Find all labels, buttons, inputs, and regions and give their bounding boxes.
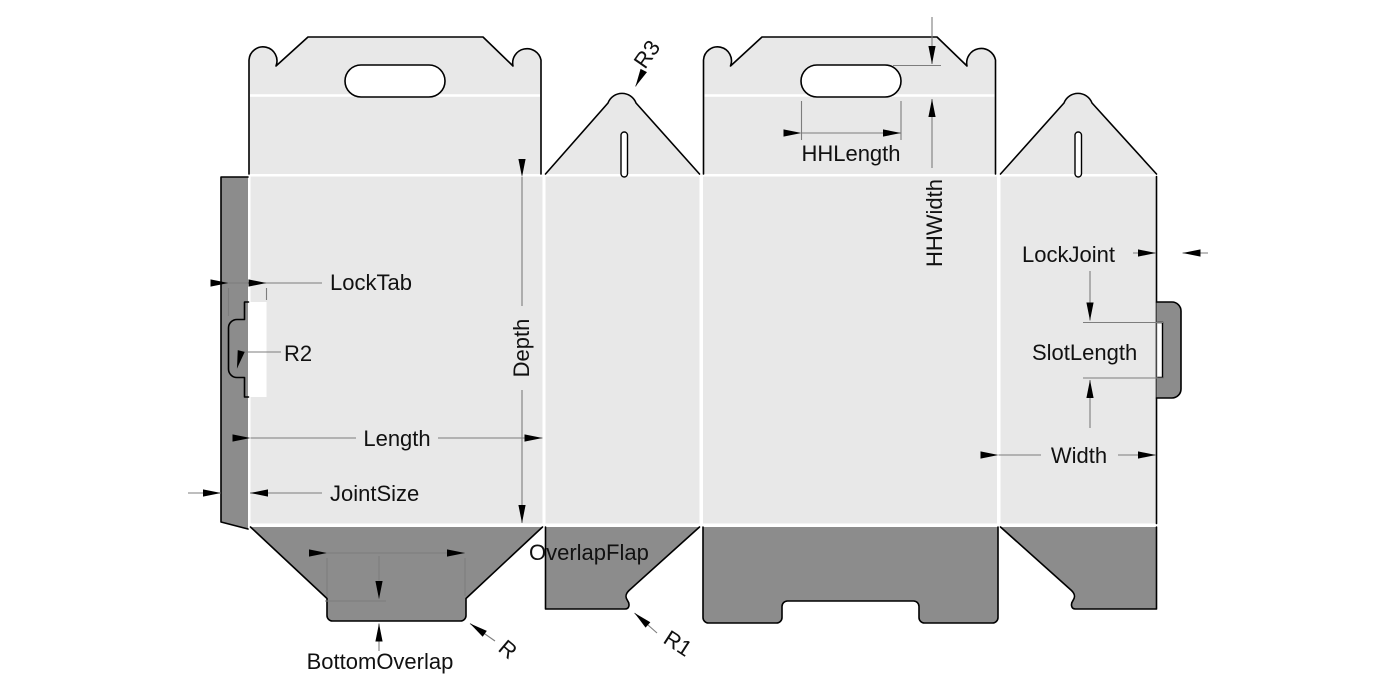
label-lock-tab: LockTab — [330, 270, 412, 295]
gusset-slot-right — [1074, 131, 1083, 178]
dim-r3: R3 — [629, 35, 666, 87]
handle-flap-left — [248, 36, 542, 175]
label-hh-width: HHWidth — [922, 179, 947, 267]
lock-tab-window — [248, 302, 267, 397]
label-r3: R3 — [629, 35, 666, 72]
dim-lock-joint: LockJoint — [1022, 242, 1208, 321]
label-hh-length: HHLength — [801, 141, 900, 166]
label-depth: Depth — [509, 319, 534, 378]
handle-flap-right — [702, 36, 997, 175]
handle-hole-left — [344, 64, 446, 98]
label-width: Width — [1051, 443, 1107, 468]
dimensions: LockTab R2 Length JointSize Depth — [188, 17, 1208, 674]
bottom-overlap-flap-left — [544, 526, 701, 610]
label-bottom-overlap: BottomOverlap — [307, 649, 454, 674]
label-lock-joint: LockJoint — [1022, 242, 1115, 267]
panel-side-width-right — [1000, 176, 1157, 524]
bottom-flap-back — [702, 526, 999, 624]
handle-hole-right — [800, 64, 902, 98]
body-panels — [250, 176, 1157, 524]
dim-r2: R2 — [236, 341, 312, 369]
bottom-overlap-flap-right — [999, 526, 1158, 610]
dim-lock-tab: LockTab — [210, 270, 412, 316]
dim-length: Length — [232, 426, 543, 451]
label-r2: R2 — [284, 341, 312, 366]
label-length: Length — [363, 426, 430, 451]
panel-side-width-left — [545, 176, 700, 524]
dim-r1: R1 — [634, 612, 696, 662]
lock-tab-outline — [227, 301, 250, 398]
dim-hh-width: HHWidth — [893, 17, 947, 267]
gusset-slot-left — [620, 131, 629, 178]
panel-back-length — [703, 176, 997, 524]
dim-depth: Depth — [509, 159, 534, 523]
dim-r: R — [469, 623, 522, 664]
dim-hh-length: HHLength — [783, 101, 902, 166]
dim-slot-length: SlotLength — [1032, 321, 1163, 428]
label-r: R — [494, 635, 522, 664]
lock-slot-cut — [1157, 321, 1164, 379]
panel-front-length — [250, 176, 543, 524]
label-overlap-flap: OverlapFlap — [529, 540, 649, 565]
label-slot-length: SlotLength — [1032, 340, 1137, 365]
dim-bottom-overlap: BottomOverlap — [307, 549, 466, 674]
bottom-flap-front — [249, 526, 544, 622]
dim-width: Width — [980, 443, 1156, 468]
glue-joint-strip — [220, 176, 249, 530]
label-joint-size: JointSize — [330, 481, 419, 506]
label-r1: R1 — [659, 625, 696, 661]
dim-joint-size: JointSize — [188, 481, 419, 506]
